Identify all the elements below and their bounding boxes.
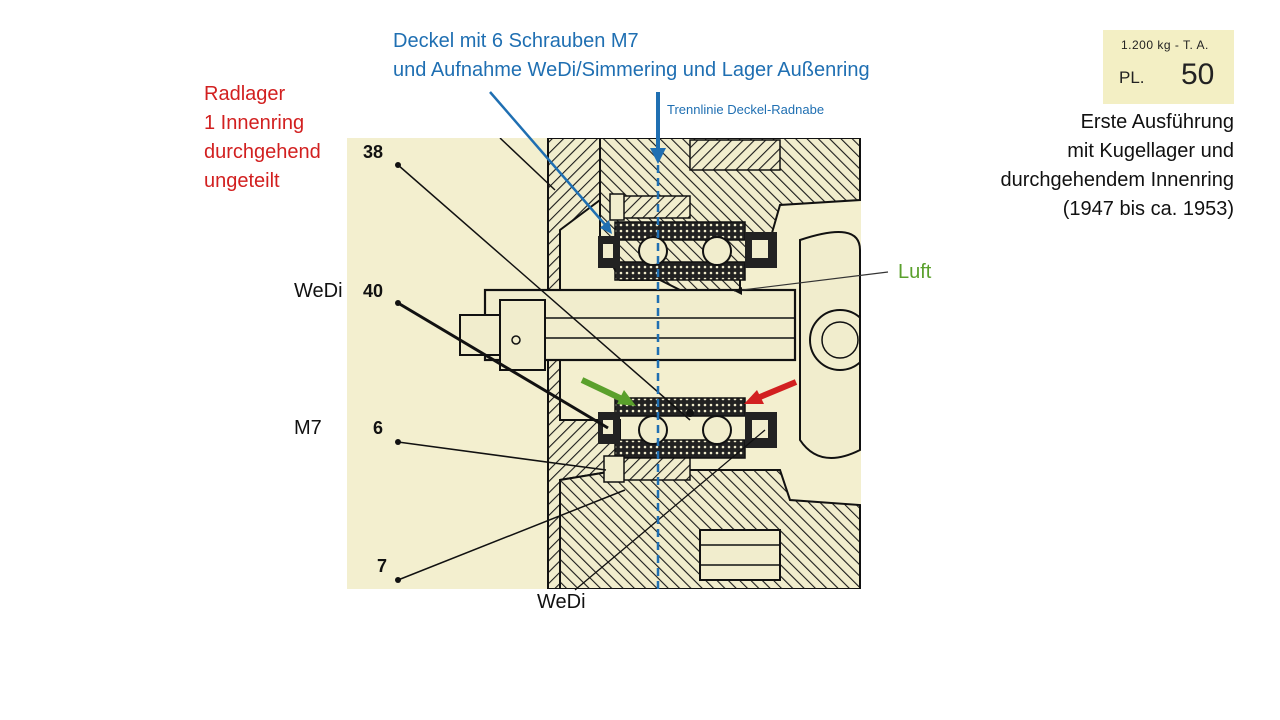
description-line1: Erste Ausführung [1080,111,1234,133]
upper-screw [619,195,691,219]
universal-joint [799,231,861,459]
deckel-title-line2: und Aufnahme WeDi/Simmering und Lager Au… [393,59,870,81]
description-line4: (1947 bis ca. 1953) [1062,198,1234,220]
leader-38 [397,164,691,421]
upper-bearing-inner [614,261,746,281]
label-wedi-left: WeDi [294,280,343,302]
lower-ball-2 [702,415,732,445]
lower-gear [699,529,781,581]
version-description: Erste Ausführung mit Kugellager und durc… [1000,108,1234,224]
trennlinie-label: Trennlinie Deckel-Radnabe [667,102,825,117]
deckel-arrow [489,91,609,229]
plate-stamp: 1.200 kg - T. A. PL. 50 [1103,30,1234,104]
red-arrow [758,379,798,400]
leader-luft [733,271,889,292]
lower-ball-1 [638,415,668,445]
description-line2: mit Kugellager und [1067,140,1234,162]
deckel-title-line1: Deckel mit 6 Schrauben M7 [393,30,639,52]
stamp-weight: 1.200 kg - T. A. [1121,38,1209,52]
label-luft: Luft [898,261,932,283]
leader-40 [397,301,609,430]
label-wedi-bottom: WeDi [537,591,586,613]
upper-bearing-outer [614,221,746,241]
label-m7: M7 [294,417,322,439]
lower-screw [619,457,691,481]
description-line3: durchgehendem Innenring [1000,169,1234,191]
radlager-line2: 1 Innenring [204,112,305,134]
radlager-line3: durchgehend [204,141,321,163]
lower-bearing-inner [614,397,746,417]
lower-bearing-outer [614,439,746,459]
top-stud [689,139,781,171]
callout-number-38: 38 [363,142,384,162]
green-arrow [580,377,624,402]
deckel-title: Deckel mit 6 Schrauben M7 und Aufnahme W… [393,27,870,85]
leader-wedi-bottom [574,429,766,591]
hub-housing [547,138,621,589]
shaft-nut [459,314,501,356]
radlager-line4: ungeteilt [204,170,280,192]
stamp-plate-number: 50 [1181,58,1215,91]
upper-ball-1 [638,236,668,266]
upper-ball-2 [702,236,732,266]
callout-number-6: 6 [373,418,384,438]
callout-number-40: 40 [363,281,384,301]
callout-number-7: 7 [377,556,388,576]
stamp-plate-prefix: PL. [1119,68,1145,87]
leader-7 [397,489,626,581]
radlager-note: Radlager 1 Innenring durchgehend ungetei… [204,80,321,196]
leader-6 [397,441,607,471]
radlager-line1: Radlager [204,83,286,105]
